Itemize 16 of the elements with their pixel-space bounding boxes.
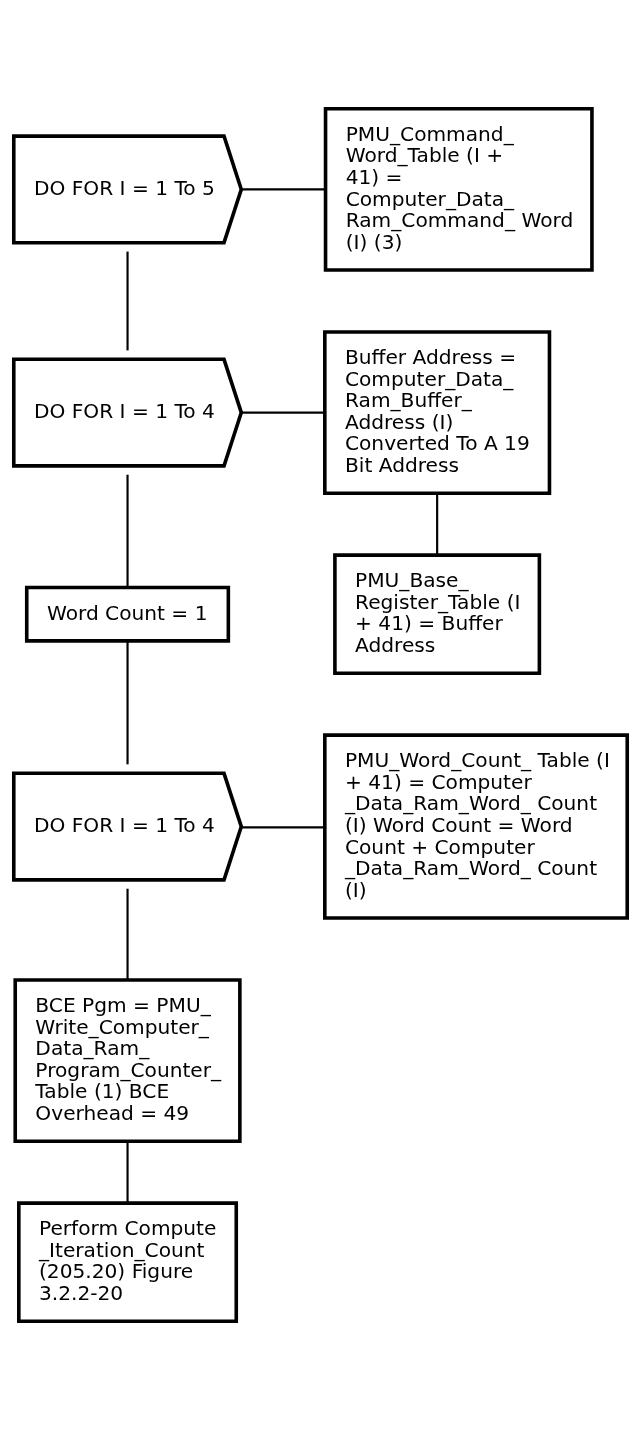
connector bbox=[126, 1140, 129, 1203]
node-box: Buffer Address = Computer_Data_ Ram_Buffer_ Address (I) Converted To A 19 Bit Address bbox=[323, 329, 552, 495]
node-box: Word Count = 1 bbox=[24, 585, 231, 643]
node-box: BCE Pgm = PMU_ Write_Computer_ Data_Ram_ Program_Counter_ Table (1) BCE Overhead = 49 bbox=[13, 977, 242, 1143]
node-box: PMU_Base_ Register_Table (I + 41) = Buffer Address bbox=[333, 552, 542, 675]
connector bbox=[241, 187, 326, 190]
node-box: Perform Compute _Iteration_Count (205.20) Figure 3.2.2-20 bbox=[17, 1200, 239, 1323]
connector bbox=[241, 825, 325, 828]
connector bbox=[126, 251, 129, 350]
connector bbox=[126, 888, 129, 980]
connector bbox=[241, 411, 325, 414]
connector bbox=[126, 474, 129, 587]
node-box: PMU_Word_Count_ Table (I + 41) = Computer _Data_Ram_Word_ Count (I) Word Count = Word Count + Computer _Data_Ram_Word_ Count (I) bbox=[323, 732, 629, 920]
connector bbox=[126, 640, 129, 764]
node-box: PMU_Command_ Word_Table (I + 41) = Computer_Data_ Ram_Command_ Word (I) (3) bbox=[323, 106, 594, 272]
connector bbox=[436, 492, 439, 555]
